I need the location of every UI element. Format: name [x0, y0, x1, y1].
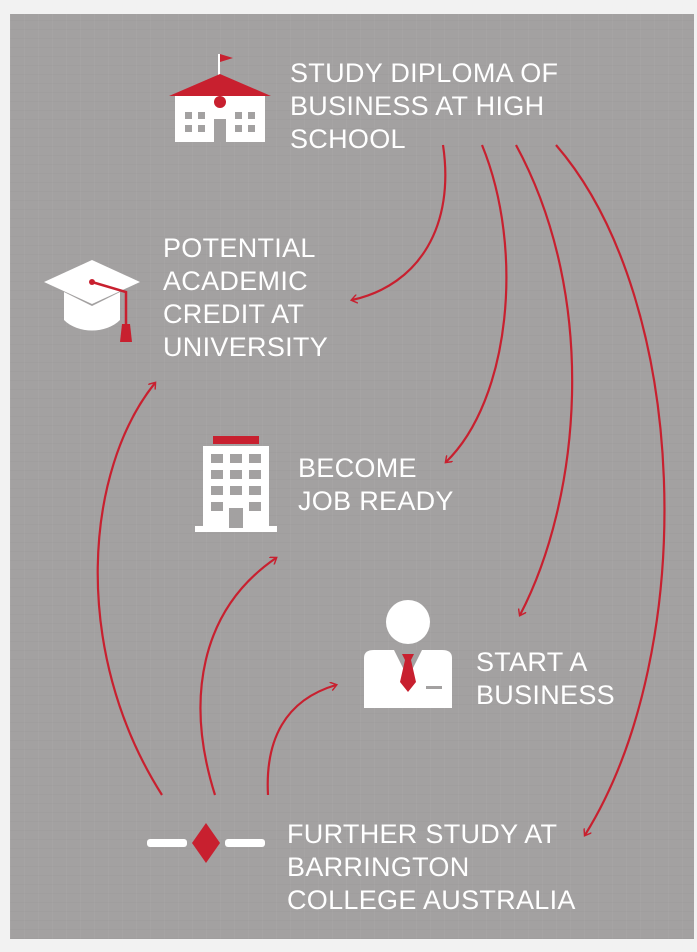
- edge-further-study-to-job-ready: [199, 558, 276, 796]
- edge-high-school-to-job-ready: [446, 144, 508, 462]
- high-school-label: STUDY DIPLOMA OF BUSINESS AT HIGH SCHOOL: [290, 58, 559, 154]
- school-building-icon: [169, 54, 271, 142]
- edge-high-school-to-university: [352, 144, 447, 300]
- university-label: POTENTIAL ACADEMIC CREDIT AT UNIVERSITY: [163, 233, 329, 362]
- edge-high-school-to-business: [515, 144, 574, 615]
- business-label: START A BUSINESS: [476, 647, 615, 710]
- job-ready-label: BECOME JOB READY: [298, 453, 454, 516]
- office-building-icon: [195, 436, 277, 532]
- edge-further-study-to-university: [96, 383, 163, 796]
- diagram-panel: [10, 14, 694, 939]
- further-study-label: FURTHER STUDY AT BARRINGTON COLLEGE AUST…: [287, 819, 576, 915]
- edge-further-study-to-business: [266, 685, 336, 796]
- edge-high-school-to-further-study: [555, 144, 666, 835]
- diamond-divider-icon: [147, 823, 265, 863]
- businessman-icon: [364, 600, 452, 708]
- graduation-cap-icon: [44, 260, 140, 342]
